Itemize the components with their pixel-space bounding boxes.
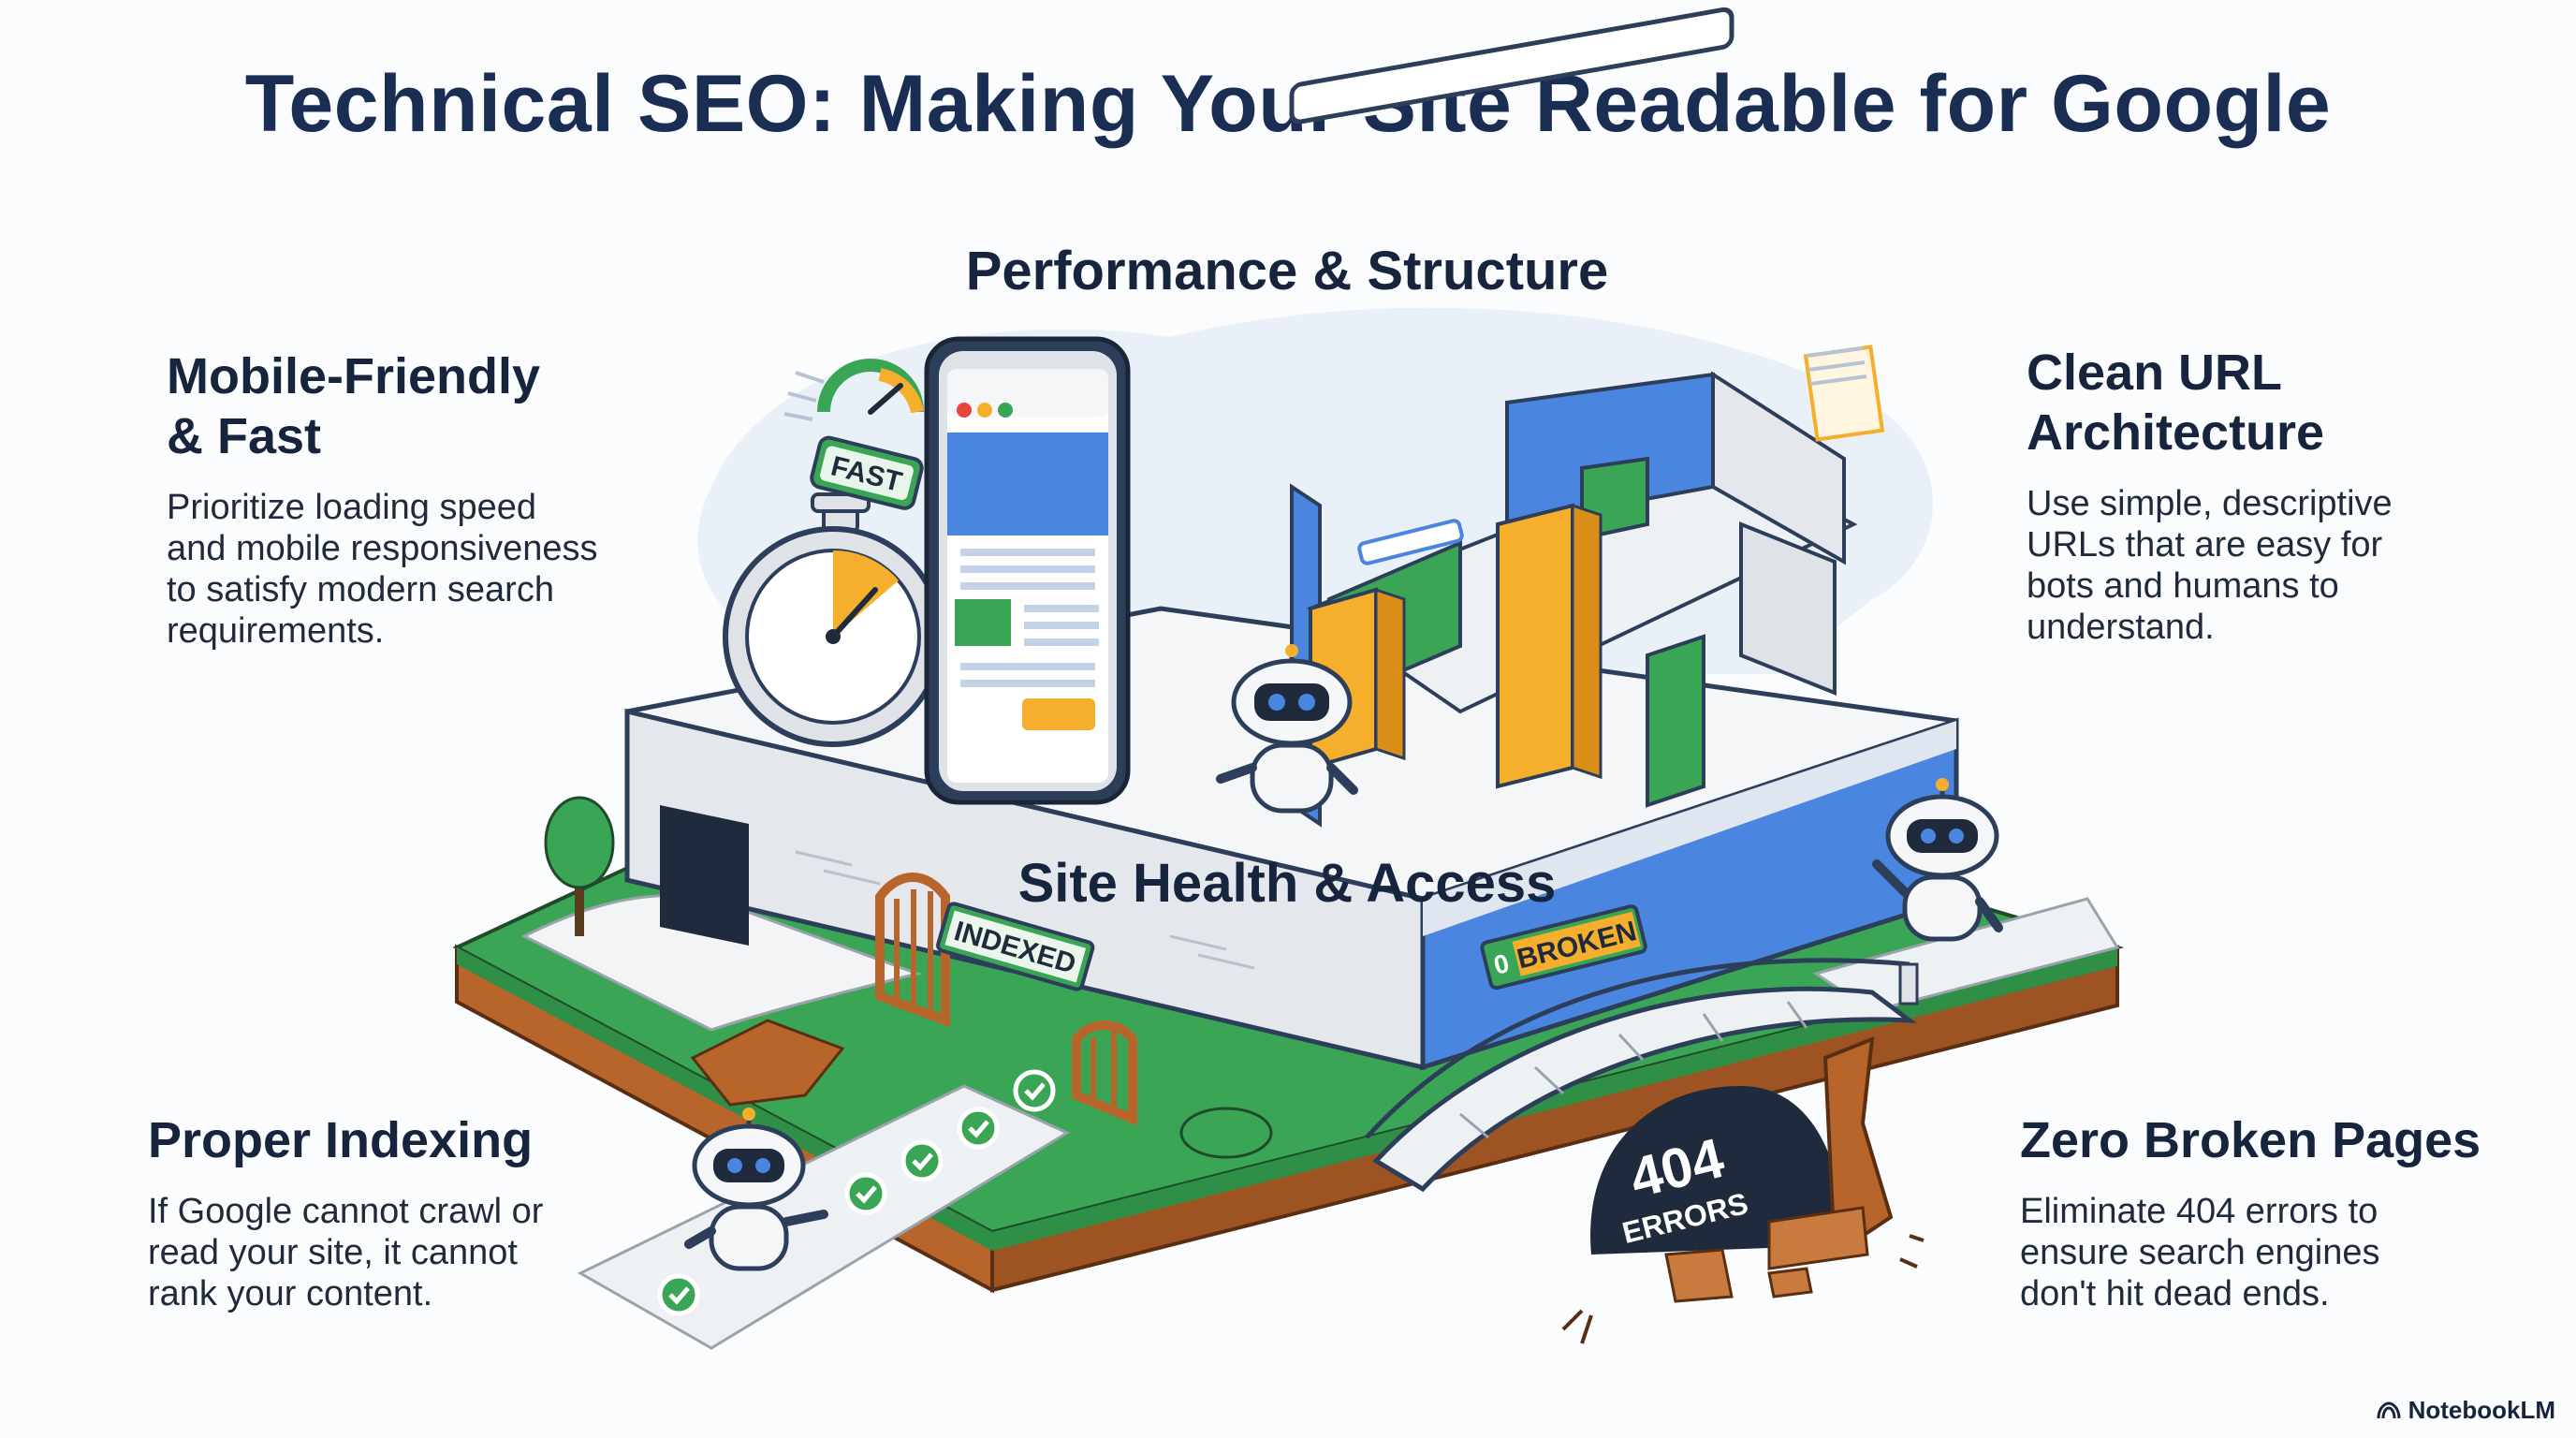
panel-mobile-heading-line1: Mobile-Friendly	[167, 348, 541, 404]
robot-icon	[1872, 778, 2003, 942]
panel-indexing-body-line: read your site, it cannot	[148, 1233, 518, 1272]
speed-gauge-icon	[783, 359, 924, 421]
panel-mobile-heading-line2: & Fast	[167, 408, 322, 464]
check-icon	[844, 1172, 887, 1215]
panel-mobile-heading: Mobile-Friendly & Fast	[167, 346, 691, 466]
panel-url-heading-line1: Clean URL	[2027, 345, 2283, 401]
document-icon	[1803, 345, 1885, 442]
panel-broken-body-line: Eliminate 404 errors to	[2020, 1192, 2378, 1231]
panel-proper-indexing: Proper Indexing If Google cannot crawl o…	[148, 1110, 672, 1314]
panel-url-body-line: understand.	[2027, 608, 2215, 647]
panel-url-heading: Clean URL Architecture	[2027, 343, 2551, 462]
page-title: Technical SEO: Making Your Site Readable…	[244, 59, 2332, 149]
panel-mobile-body-line: Prioritize loading speed	[167, 488, 537, 527]
broken-bridge: 404 ERRORS	[1365, 958, 1925, 1344]
check-icon	[957, 1107, 1000, 1150]
panel-indexing-body-line: rank your content.	[148, 1274, 433, 1313]
indexed-gate	[875, 873, 1137, 1126]
robot-icon	[1216, 644, 1358, 814]
panel-url-body-line: bots and humans to	[2027, 566, 2339, 606]
panel-indexing-body: If Google cannot crawl or read your site…	[148, 1191, 672, 1314]
check-icon	[900, 1139, 944, 1182]
panel-indexing-heading: Proper Indexing	[148, 1112, 534, 1168]
broken-sign-count: 0	[1491, 948, 1513, 980]
brand-watermark: NotebookLM	[2377, 1396, 2555, 1425]
panel-broken-body-line: don't hit dead ends.	[2020, 1274, 2330, 1313]
brand-label: NotebookLM	[2408, 1396, 2555, 1424]
panel-mobile-body-line: and mobile responsiveness	[167, 529, 598, 568]
checkmark-trail	[657, 1069, 1056, 1316]
section-label-performance: Performance & Structure	[965, 241, 1609, 301]
panel-url-body-line: Use simple, descriptive	[2027, 484, 2393, 523]
bush	[1179, 1107, 1273, 1159]
phone-icon	[924, 336, 1131, 805]
panel-url-body: Use simple, descriptive URLs that are ea…	[2027, 483, 2551, 648]
check-icon	[657, 1273, 700, 1316]
stopwatch-icon	[723, 492, 944, 747]
panel-broken-body: Eliminate 404 errors to ensure search en…	[2020, 1191, 2563, 1314]
panel-mobile-body: Prioritize loading speed and mobile resp…	[167, 487, 691, 652]
section-label-site-health: Site Health & Access	[1017, 853, 1557, 914]
notebooklm-logo-icon	[2377, 1401, 2401, 1418]
check-icon	[1013, 1069, 1056, 1112]
panel-url-heading-line2: Architecture	[2027, 404, 2325, 461]
panel-broken-body-line: ensure search engines	[2020, 1233, 2380, 1272]
panel-mobile-friendly: Mobile-Friendly & Fast Prioritize loadin…	[167, 346, 691, 652]
panel-indexing-body-line: If Google cannot crawl or	[148, 1192, 544, 1231]
panel-mobile-body-line: to satisfy modern search	[167, 570, 554, 609]
fast-tag: FAST	[810, 435, 924, 510]
panel-url-body-line: URLs that are easy for	[2027, 525, 2383, 565]
tree-icon	[544, 796, 615, 936]
panel-broken-heading: Zero Broken Pages	[2020, 1112, 2481, 1168]
panel-clean-url: Clean URL Architecture Use simple, descr…	[2027, 343, 2551, 648]
robot-icon	[684, 1108, 828, 1271]
panel-zero-broken: Zero Broken Pages Eliminate 404 errors t…	[2020, 1110, 2563, 1314]
panel-mobile-body-line: requirements.	[167, 611, 385, 651]
